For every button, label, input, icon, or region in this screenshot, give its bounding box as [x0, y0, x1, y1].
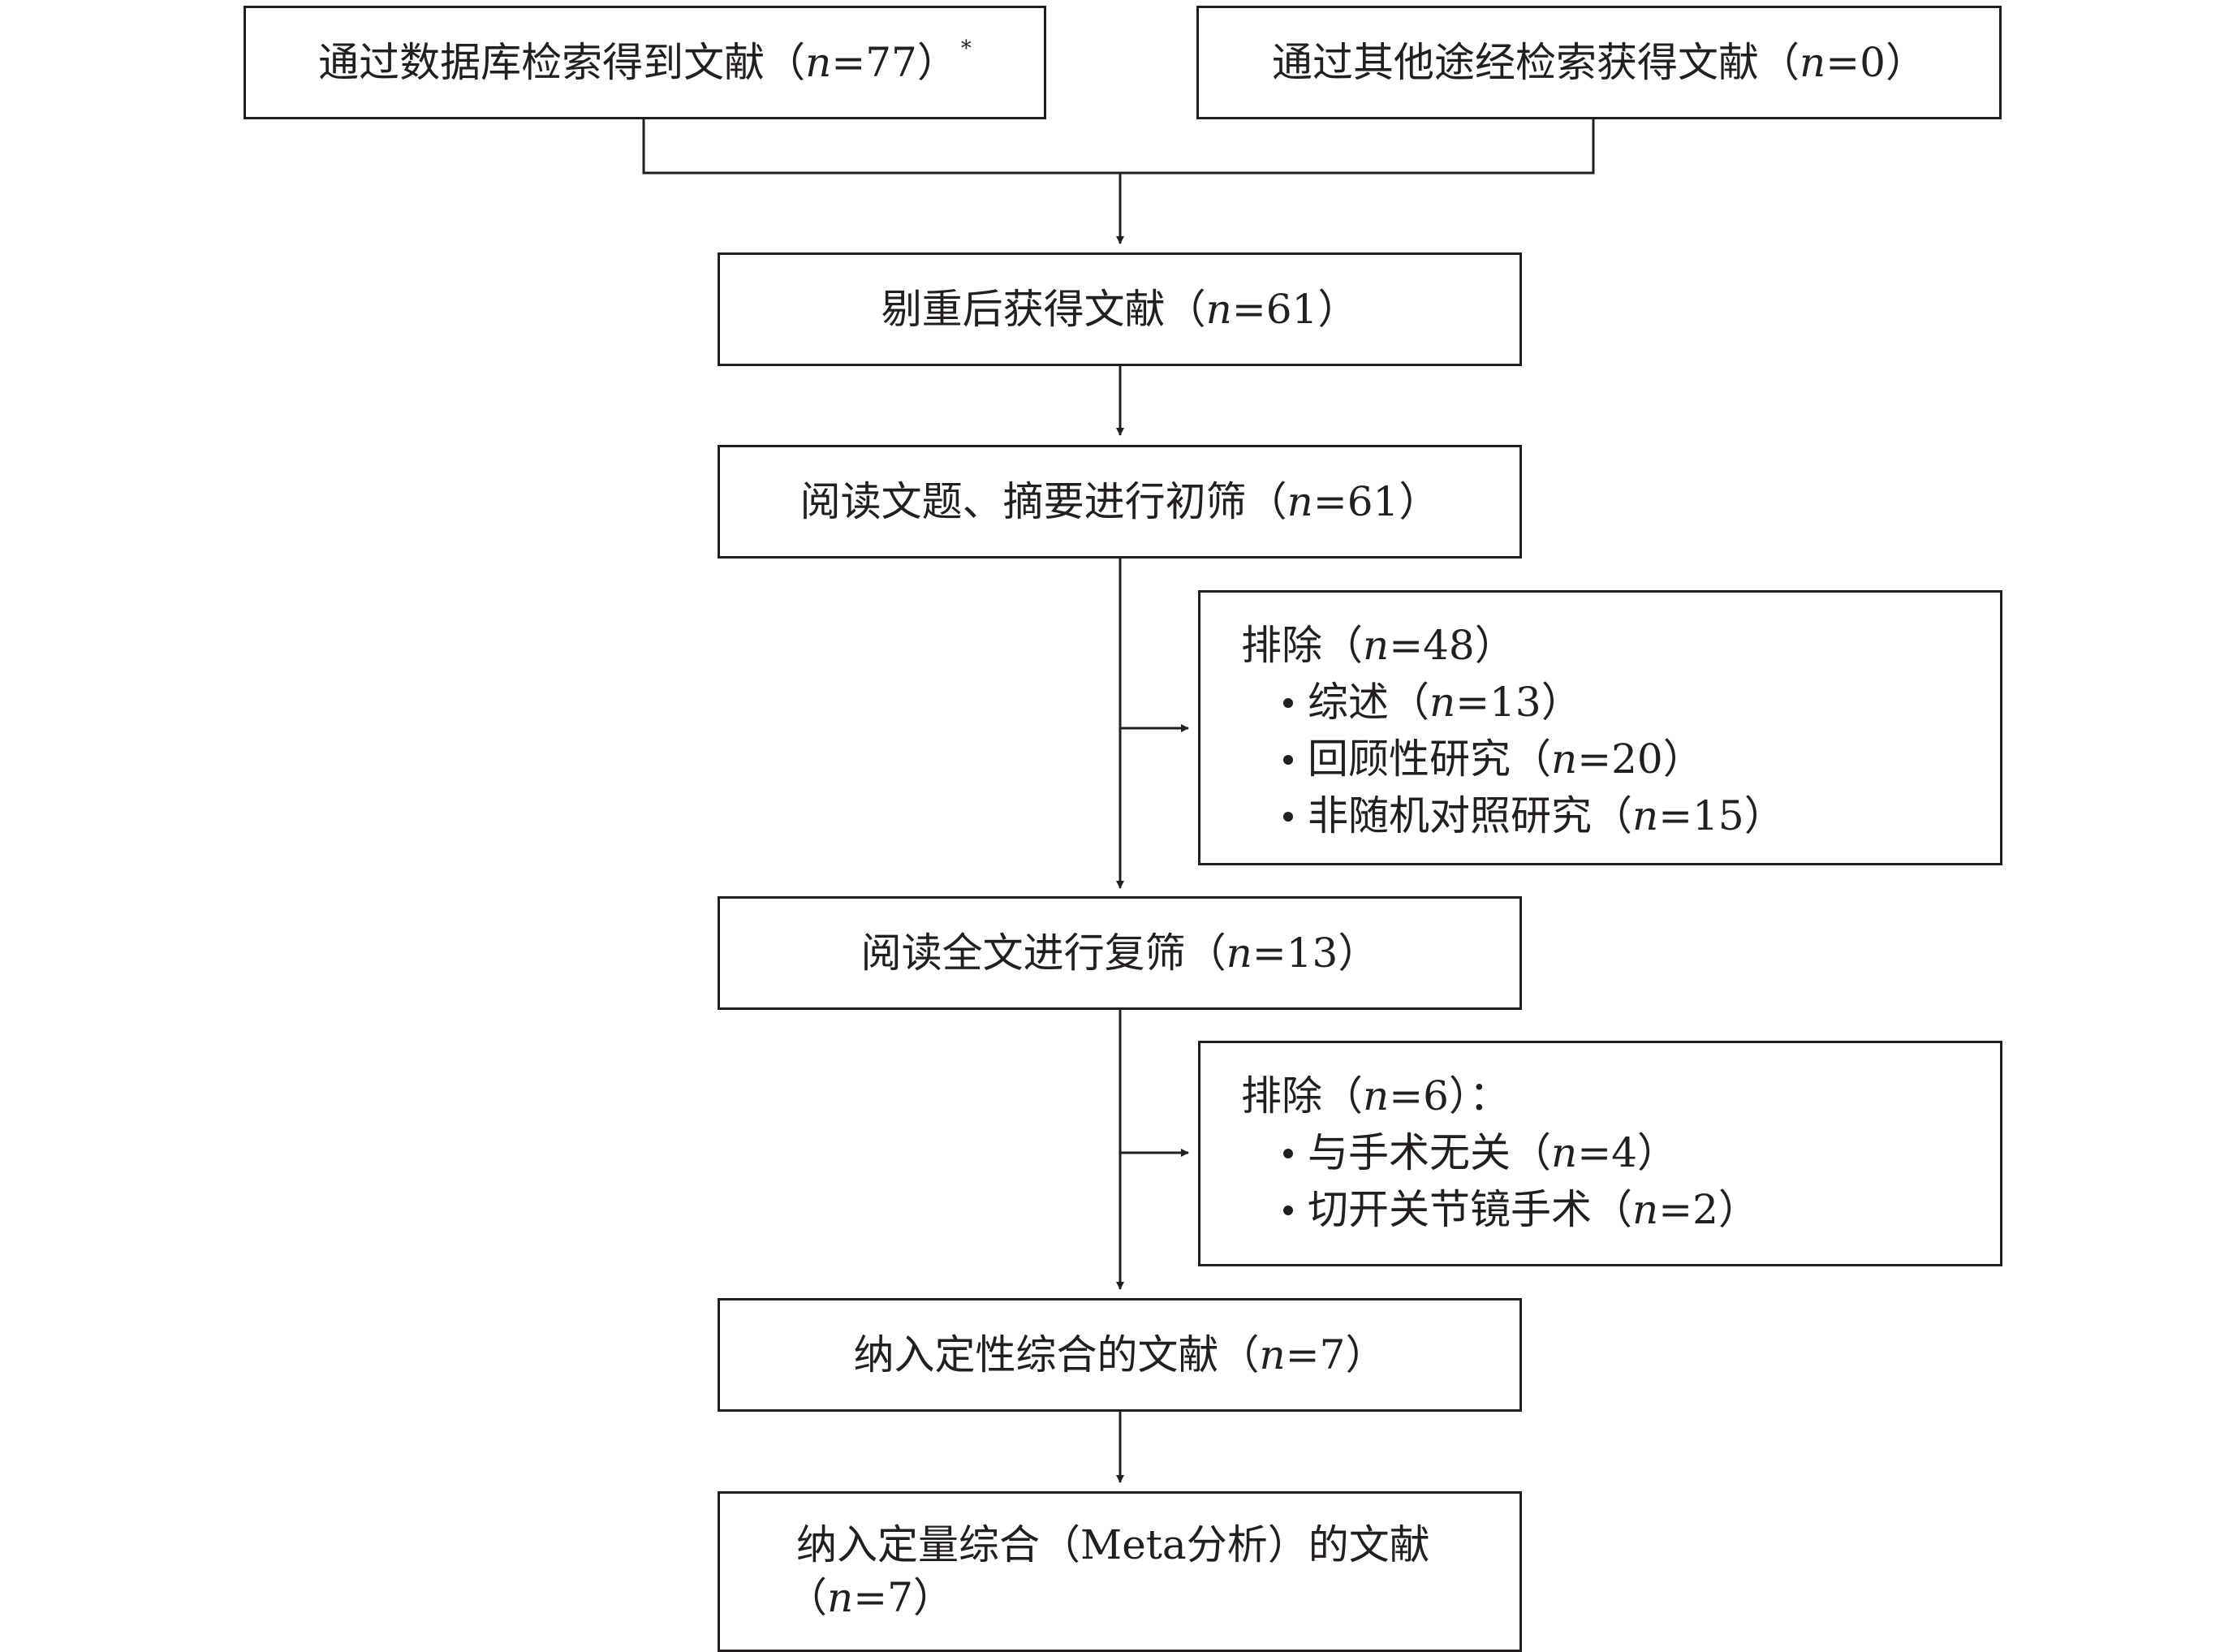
- exclusion-box-1: 排除（n=48） 综述（n=13） 回顾性研究（n=20） 非随机对照研究（n=…: [1198, 590, 2002, 865]
- bullet-icon: [1283, 755, 1293, 765]
- db-search-label: 通过数据库检索得到文献（n=77）*: [318, 37, 972, 86]
- quantitative-label-line1: 纳入定量综合（Meta分析）的文献: [796, 1521, 1430, 1568]
- other-search-box: 通过其他途经检索获得文献（n=0）: [1196, 6, 2002, 119]
- title-screen-label: 阅读文题、摘要进行初筛（n=61）: [800, 477, 1440, 525]
- fulltext-box: 阅读全文进行复筛（n=13）: [718, 896, 1522, 1010]
- bullet-icon: [1283, 812, 1293, 822]
- title-screen-box: 阅读文题、摘要进行初筛（n=61）: [718, 445, 1522, 559]
- exclusion-2-header: 排除（n=6）：: [1241, 1072, 1510, 1119]
- exclusion-box-2: 排除（n=6）： 与手术无关（n=4） 切开关节镜手术（n=2）: [1198, 1041, 2002, 1266]
- quantitative-label-line2: （n=7）: [787, 1574, 954, 1621]
- dedup-label: 剔重后获得文献（n=61）: [881, 285, 1359, 333]
- merge-line: [642, 119, 1595, 175]
- exclusion-1-item: 回顾性研究（n=20）: [1241, 731, 2000, 787]
- bullet-icon: [1283, 1206, 1293, 1215]
- exclusion-2-item: 切开关节镜手术（n=2）: [1241, 1181, 2000, 1238]
- bullet-icon: [1283, 698, 1293, 708]
- bullet-icon: [1283, 1149, 1293, 1158]
- quantitative-box: 纳入定量综合（Meta分析）的文献 （n=7）: [718, 1491, 1522, 1652]
- dedup-box: 剔重后获得文献（n=61）: [718, 252, 1522, 366]
- db-search-box: 通过数据库检索得到文献（n=77）*: [244, 6, 1046, 119]
- qualitative-label: 纳入定性综合的文献（n=7）: [853, 1331, 1386, 1378]
- qualitative-box: 纳入定性综合的文献（n=7）: [718, 1298, 1522, 1412]
- exclusion-1-item: 非随机对照研究（n=15）: [1241, 787, 2000, 844]
- exclusion-1-item: 综述（n=13）: [1241, 674, 2000, 731]
- exclusion-1-header: 排除（n=48）: [1241, 622, 1515, 669]
- fulltext-label: 阅读全文进行复筛（n=13）: [860, 929, 1379, 977]
- footnote-mark: *: [960, 37, 972, 61]
- other-search-label: 通过其他途经检索获得文献（n=0）: [1272, 38, 1926, 86]
- exclusion-2-item: 与手术无关（n=4）: [1241, 1124, 2000, 1181]
